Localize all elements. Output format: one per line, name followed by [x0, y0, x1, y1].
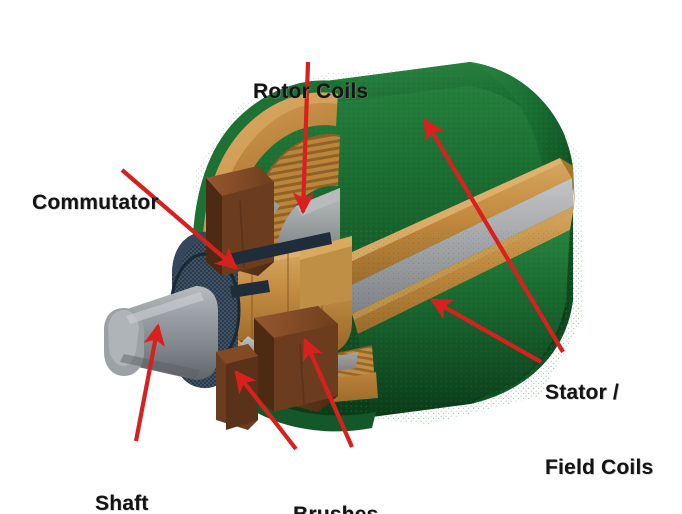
arrow-brushes-left: [234, 370, 298, 451]
brush-lower: [254, 306, 338, 412]
brush-holder-block: [216, 344, 258, 430]
arrow-brushes-right: [302, 337, 354, 448]
label-stator-line-1: Stator /: [545, 381, 619, 404]
arrow-rotor-coils: [292, 61, 315, 215]
arrow-shaft: [133, 323, 166, 442]
arrow-stator-lower: [429, 298, 543, 364]
arrow-commutator: [120, 168, 238, 270]
label-stator-line-2: Field Coils: [545, 456, 654, 479]
label-commutator-text: Commutator: [32, 191, 159, 214]
label-stator-field-coils: Stator / Field Coils: [545, 330, 653, 514]
arrow-stator-upper: [423, 117, 565, 354]
brush-holder-bar: [228, 232, 332, 298]
shaft-cylinder: [104, 286, 218, 380]
label-brushes-text: Brushes: [293, 502, 378, 514]
label-rotor-coils-text: Rotor Coils: [253, 80, 369, 103]
label-shaft: Shaft: [95, 441, 149, 514]
label-shaft-text: Shaft: [95, 492, 149, 514]
label-rotor-coils: Rotor Coils: [253, 29, 368, 154]
label-brushes: Brushes: [293, 452, 378, 514]
stator-bands: [330, 158, 583, 424]
label-commutator: Commutator: [32, 140, 159, 265]
leader-arrows: [120, 61, 565, 451]
